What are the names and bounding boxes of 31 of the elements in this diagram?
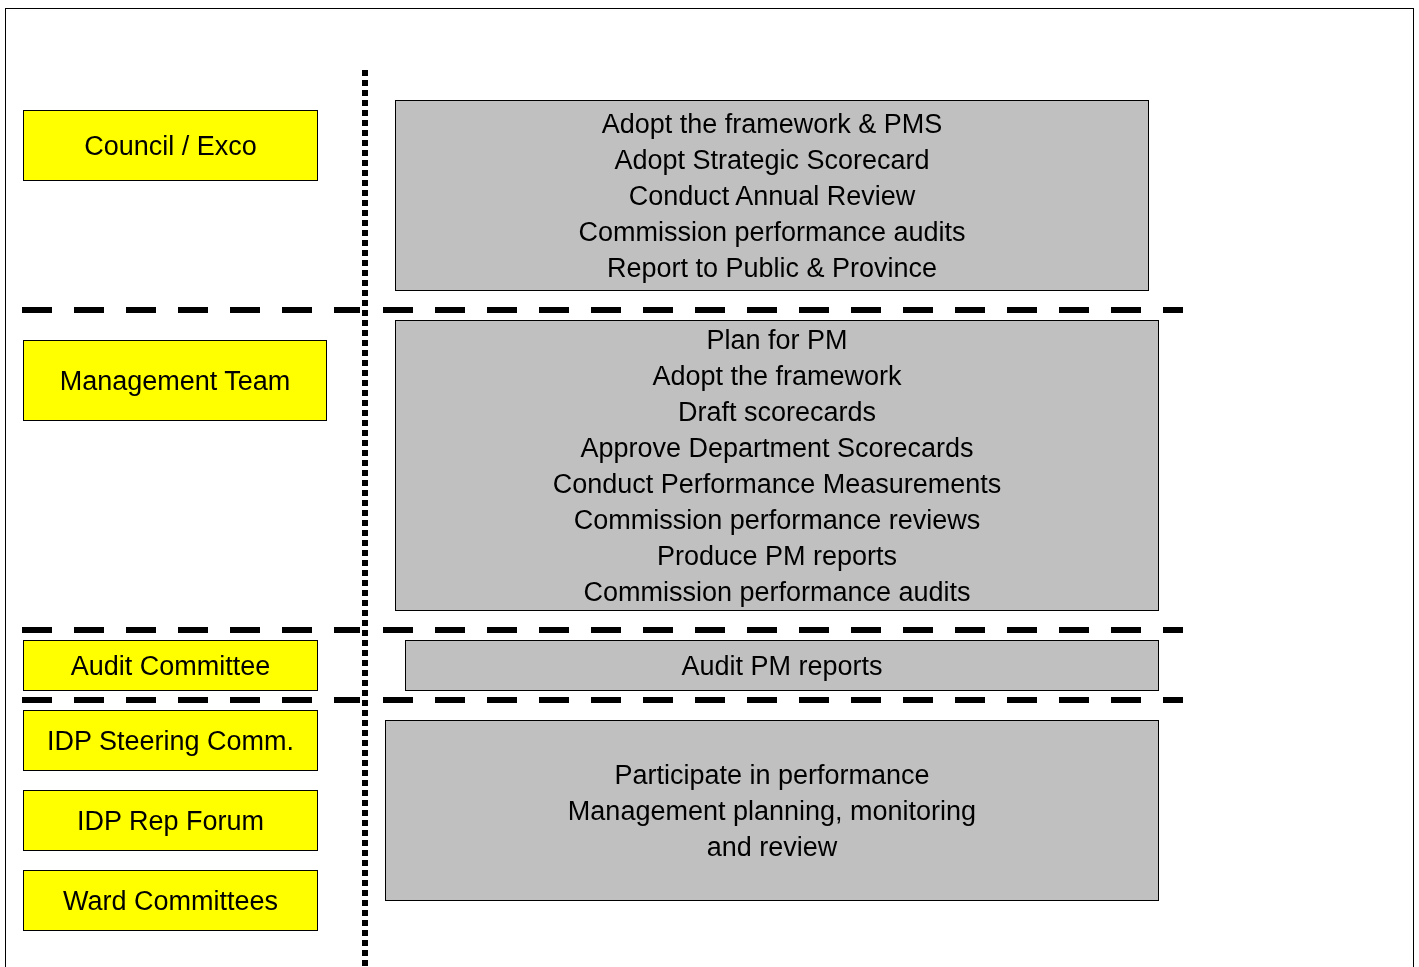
task-text: Approve Department Scorecards — [580, 431, 974, 465]
role-label: Council / Exco — [84, 129, 257, 163]
task-text: Conduct Annual Review — [628, 179, 916, 213]
task-text: Adopt the framework — [652, 359, 902, 393]
role-box — [23, 110, 318, 181]
role-box — [23, 340, 327, 421]
task-text: Commission performance reviews — [573, 503, 981, 537]
role-box — [23, 640, 318, 691]
task-text: Participate in performance Management planning, monitoring and review — [566, 758, 978, 864]
task-box — [395, 100, 1149, 291]
task-text: Report to Public & Province — [606, 251, 938, 285]
role-box — [23, 870, 318, 931]
task-text: Conduct Performance Measurements — [552, 467, 1002, 501]
task-text: Commission performance audits — [583, 575, 971, 609]
role-label: Management Team — [59, 364, 291, 398]
task-text: Adopt the framework & PMS — [601, 107, 943, 141]
task-box — [405, 640, 1159, 691]
role-label: Audit Committee — [70, 649, 271, 683]
task-text: Adopt Strategic Scorecard — [614, 143, 930, 177]
task-text: Plan for PM — [706, 323, 848, 357]
role-box — [23, 710, 318, 771]
role-label: Ward Committees — [62, 884, 278, 918]
task-text: Audit PM reports — [681, 649, 883, 683]
task-text: Produce PM reports — [656, 539, 898, 573]
task-text: Commission performance audits — [578, 215, 966, 249]
task-text: Draft scorecards — [677, 395, 877, 429]
task-box — [395, 320, 1159, 611]
task-box — [385, 720, 1159, 901]
role-label: IDP Steering Comm. — [46, 724, 295, 758]
role-box — [23, 790, 318, 851]
role-label: IDP Rep Forum — [76, 804, 265, 838]
